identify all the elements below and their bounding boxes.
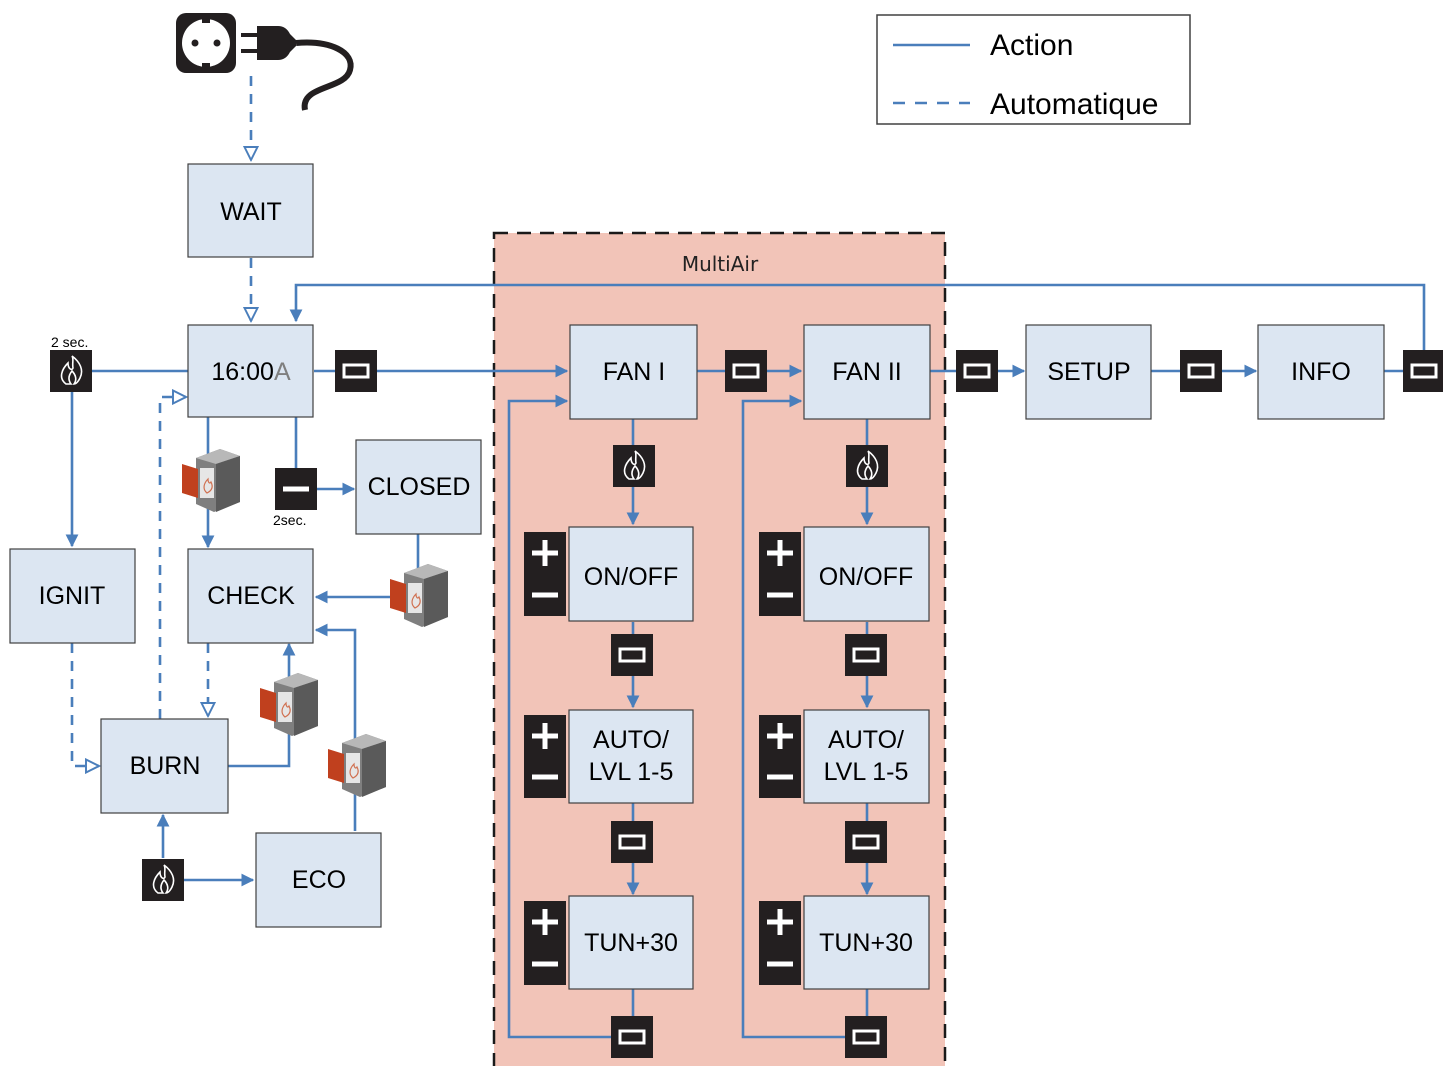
stove-door-icon xyxy=(259,672,319,737)
info-to-clock-arrow xyxy=(289,283,1426,350)
plus-button-icon xyxy=(524,901,566,943)
flame-button-icon xyxy=(845,444,889,488)
menu-button-icon xyxy=(609,632,655,678)
menu-button-icon xyxy=(609,819,655,865)
state-wait: WAIT xyxy=(187,163,314,258)
plus-button-icon xyxy=(759,715,801,757)
plus-button-icon xyxy=(759,532,801,574)
power-plug-icon xyxy=(241,26,354,111)
eco-to-check-arrow xyxy=(314,623,357,831)
multiair-label: MultiAir xyxy=(682,252,759,276)
minus-button-icon xyxy=(275,468,317,510)
fan2-tun: TUN+30 xyxy=(803,895,930,990)
minus-button-icon xyxy=(759,574,801,616)
state-burn: BURN xyxy=(100,718,229,814)
stove-door-icon xyxy=(181,448,241,513)
state-ignit-label: IGNIT xyxy=(39,582,106,610)
state-clock-label: 16:00A xyxy=(211,358,291,386)
legend-auto-label: Automatique xyxy=(990,88,1158,121)
state-fan1-label: FAN I xyxy=(603,358,666,386)
plus-button-icon xyxy=(524,715,566,757)
fan2-auto-label-2: LVL 1-5 xyxy=(824,758,909,786)
state-fan1: FAN I xyxy=(569,324,698,420)
menu-button-icon xyxy=(1401,348,1443,394)
state-check: CHECK xyxy=(187,548,314,644)
minus-button-icon xyxy=(524,756,566,798)
fan1-onoff-label: ON/OFF xyxy=(584,563,678,591)
fan2-onoff: ON/OFF xyxy=(803,526,930,622)
burn-to-clock-arrow xyxy=(158,397,186,719)
fan1-auto-label-1: AUTO/ xyxy=(593,726,669,754)
two-sec-flame-note: 2 sec. xyxy=(51,334,88,350)
legend: Action Automatique xyxy=(876,14,1191,125)
state-clock: 16:00A xyxy=(187,324,314,418)
state-fan2-label: FAN II xyxy=(832,358,901,386)
fan2-auto: AUTO/ LVL 1-5 xyxy=(803,709,930,804)
state-wait-label: WAIT xyxy=(220,198,282,226)
menu-button-icon xyxy=(843,819,889,865)
fan1-auto-label-2: LVL 1-5 xyxy=(589,758,674,786)
clock-time: 16:00 xyxy=(211,358,274,386)
minus-button-icon xyxy=(759,756,801,798)
minus-button-icon xyxy=(524,574,566,616)
clock-suffix: A xyxy=(274,358,291,386)
menu-button-icon xyxy=(843,1014,889,1060)
fan1-auto: AUTO/ LVL 1-5 xyxy=(568,709,694,804)
flame-button-icon xyxy=(612,444,656,488)
state-check-label: CHECK xyxy=(207,582,295,610)
stove-door-icon xyxy=(389,563,449,628)
ignit-to-burn-arrow xyxy=(70,643,99,766)
flame-button-icon xyxy=(141,858,185,902)
minus-button-icon xyxy=(524,943,566,985)
state-burn-label: BURN xyxy=(130,752,201,780)
menu-button-icon xyxy=(723,348,769,394)
menu-button-icon xyxy=(333,348,379,394)
menu-button-icon xyxy=(954,348,1000,394)
state-info: INFO xyxy=(1257,324,1385,420)
state-info-label: INFO xyxy=(1291,358,1351,386)
legend-action-label: Action xyxy=(990,29,1073,62)
fan2-auto-label-1: AUTO/ xyxy=(828,726,904,754)
state-setup-label: SETUP xyxy=(1047,358,1130,386)
flame-button-icon xyxy=(49,349,93,393)
state-eco: ECO xyxy=(255,832,382,928)
state-closed: CLOSED xyxy=(355,439,482,535)
state-closed-label: CLOSED xyxy=(368,473,471,501)
power-socket-icon xyxy=(176,13,236,73)
minus-button-icon xyxy=(759,943,801,985)
fan1-tun-label: TUN+30 xyxy=(584,929,678,957)
two-sec-minus-note: 2sec. xyxy=(273,512,306,528)
state-eco-label: ECO xyxy=(292,866,346,894)
fan2-tun-label: TUN+30 xyxy=(819,929,913,957)
state-ignit: IGNIT xyxy=(9,548,136,644)
plus-button-icon xyxy=(524,532,566,574)
menu-button-icon xyxy=(843,632,889,678)
state-setup: SETUP xyxy=(1025,324,1152,420)
menu-button-icon xyxy=(1178,348,1224,394)
plus-button-icon xyxy=(759,901,801,943)
fan1-tun: TUN+30 xyxy=(568,895,694,990)
state-fan2: FAN II xyxy=(803,324,931,420)
stove-door-icon xyxy=(327,733,387,798)
fan2-onoff-label: ON/OFF xyxy=(819,563,913,591)
fan1-onoff: ON/OFF xyxy=(568,526,694,622)
menu-button-icon xyxy=(609,1014,655,1060)
